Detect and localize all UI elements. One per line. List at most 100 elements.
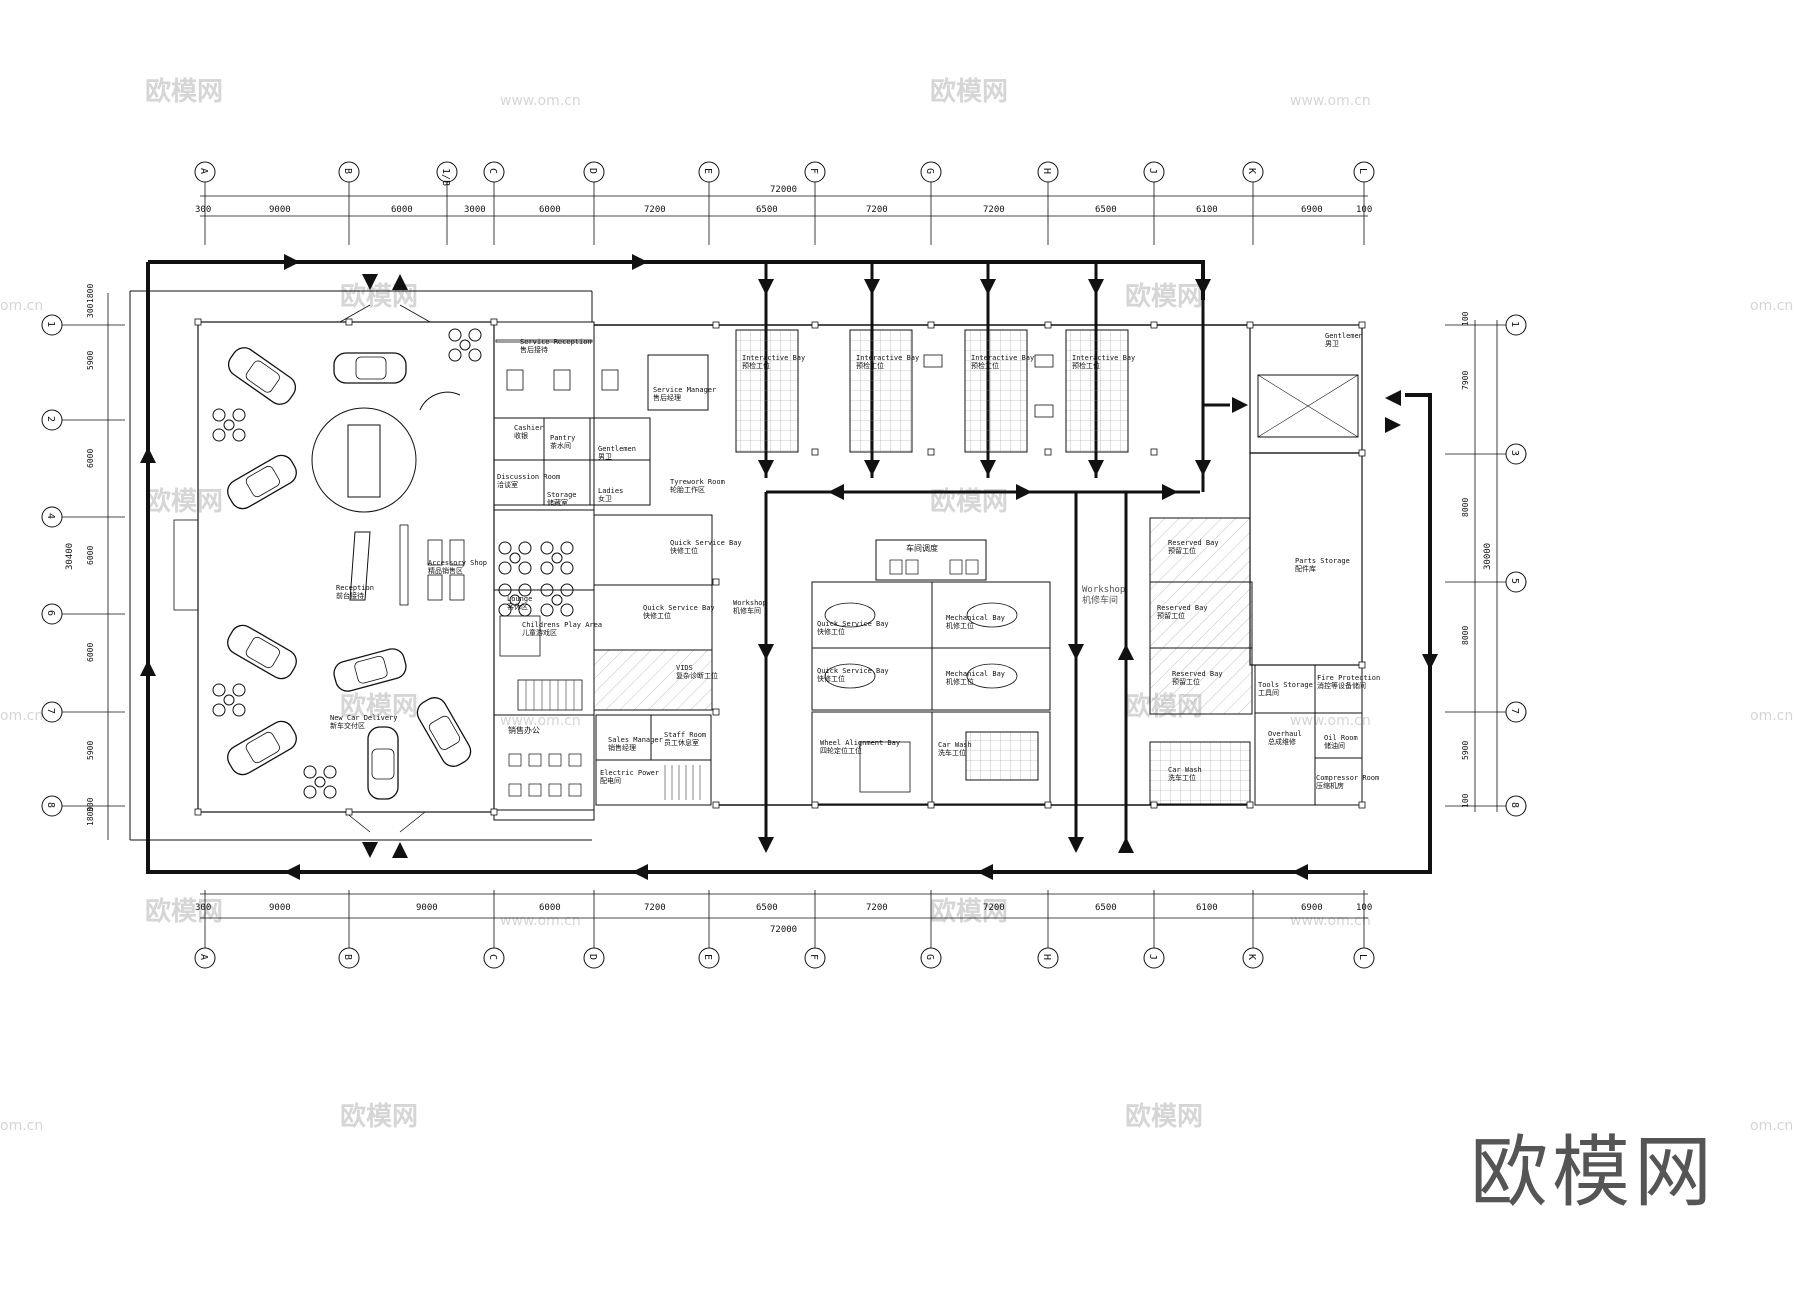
car-body <box>227 720 297 776</box>
car-icon <box>227 347 297 405</box>
structural-column <box>490 808 498 816</box>
grid-label-A: A <box>198 168 209 174</box>
interactive-bay <box>849 329 913 453</box>
flow-arrow <box>1162 484 1178 500</box>
dimension-bottom: 6500 <box>1095 903 1117 913</box>
interactive-bay <box>735 329 799 453</box>
dimension-top: 6100 <box>1196 205 1218 215</box>
equipment-icon <box>1034 354 1054 368</box>
flow-arrow <box>977 864 993 880</box>
play-area-box <box>499 615 541 657</box>
dimension-bottom: 6100 <box>1196 903 1218 913</box>
car-icon <box>227 624 297 680</box>
dimension-bottom: 7200 <box>866 903 888 913</box>
bay-outline <box>1149 581 1253 649</box>
chair-icon <box>540 561 554 575</box>
structural-column <box>927 448 935 456</box>
grid-label-D: D <box>587 954 598 960</box>
dimension-bottom: 9000 <box>416 903 438 913</box>
watermark-logo: 欧模网 <box>1470 1128 1717 1218</box>
door-swing <box>399 811 426 833</box>
structural-column <box>490 318 498 326</box>
table-icon <box>314 776 326 788</box>
flow-arrow <box>828 484 844 500</box>
structural-column <box>811 801 819 809</box>
grid-label-L: L <box>1357 168 1368 174</box>
room-outline <box>1314 757 1363 806</box>
flow-arrow <box>1292 864 1308 880</box>
grid-label-L: L <box>1357 954 1368 960</box>
dimension-bottom: 100 <box>1356 903 1372 913</box>
grid-label-K: K <box>1246 954 1257 960</box>
chair-icon <box>560 541 574 555</box>
car-roof <box>245 360 280 393</box>
dimension-bottom: 6000 <box>539 903 561 913</box>
dimension-top: 6500 <box>1095 205 1117 215</box>
grid-label-row-5: 5 <box>1509 578 1520 584</box>
grid-label-G: G <box>924 168 935 174</box>
room-label-sales_office: 销售办公 <box>508 725 540 735</box>
chair-icon <box>212 408 226 422</box>
dimension-right: 8000 <box>1461 498 1470 517</box>
desk-icon <box>553 369 571 391</box>
dimension-right: 7900 <box>1461 371 1470 390</box>
dimension-bottom: 9000 <box>269 903 291 913</box>
desk-icon <box>889 559 903 575</box>
car-icon <box>416 697 472 767</box>
structural-column <box>1358 449 1366 457</box>
flow-arrow <box>1385 417 1401 433</box>
dimension-top: 100 <box>1356 205 1372 215</box>
flow-arrow <box>1088 460 1104 476</box>
interactive-bay <box>964 329 1028 453</box>
seating-group <box>212 683 246 717</box>
seating-group <box>212 408 246 442</box>
dimension-right: 100 <box>1461 793 1470 808</box>
dimension-bottom: 6900 <box>1301 903 1323 913</box>
dimension-bottom: 300 <box>195 903 211 913</box>
grid-label-row-1: 1 <box>45 321 56 327</box>
dimension-top: 6500 <box>756 205 778 215</box>
counter <box>495 339 593 343</box>
grid-label-row-3: 3 <box>1509 450 1520 456</box>
watermark-url: om.cn <box>0 708 43 724</box>
dimension-left: 5900 <box>86 741 95 760</box>
chair-icon <box>232 428 246 442</box>
dimension-bottom: 7200 <box>983 903 1005 913</box>
structural-column <box>345 318 353 326</box>
seating-group <box>540 541 574 575</box>
structural-column <box>927 321 935 329</box>
flow-arrow <box>1118 644 1134 660</box>
table-icon <box>509 552 521 564</box>
chair-icon <box>540 541 554 555</box>
car-body <box>227 347 297 405</box>
room-outline <box>493 714 595 811</box>
grid-label-row-2: 2 <box>45 416 56 422</box>
grid-label-row-1: 1 <box>1509 321 1520 327</box>
car-body <box>416 697 472 767</box>
seating-group <box>448 328 482 362</box>
flow-arrow <box>1016 484 1032 500</box>
chair-icon <box>498 541 512 555</box>
table-icon <box>223 419 235 431</box>
display-shelf <box>399 524 409 606</box>
car-icon <box>367 726 399 800</box>
room-label-dispatch: 车间调度 <box>906 543 938 553</box>
wash-pad <box>965 731 1039 781</box>
grid-label-J: J <box>1147 168 1158 174</box>
car-body <box>227 624 297 680</box>
